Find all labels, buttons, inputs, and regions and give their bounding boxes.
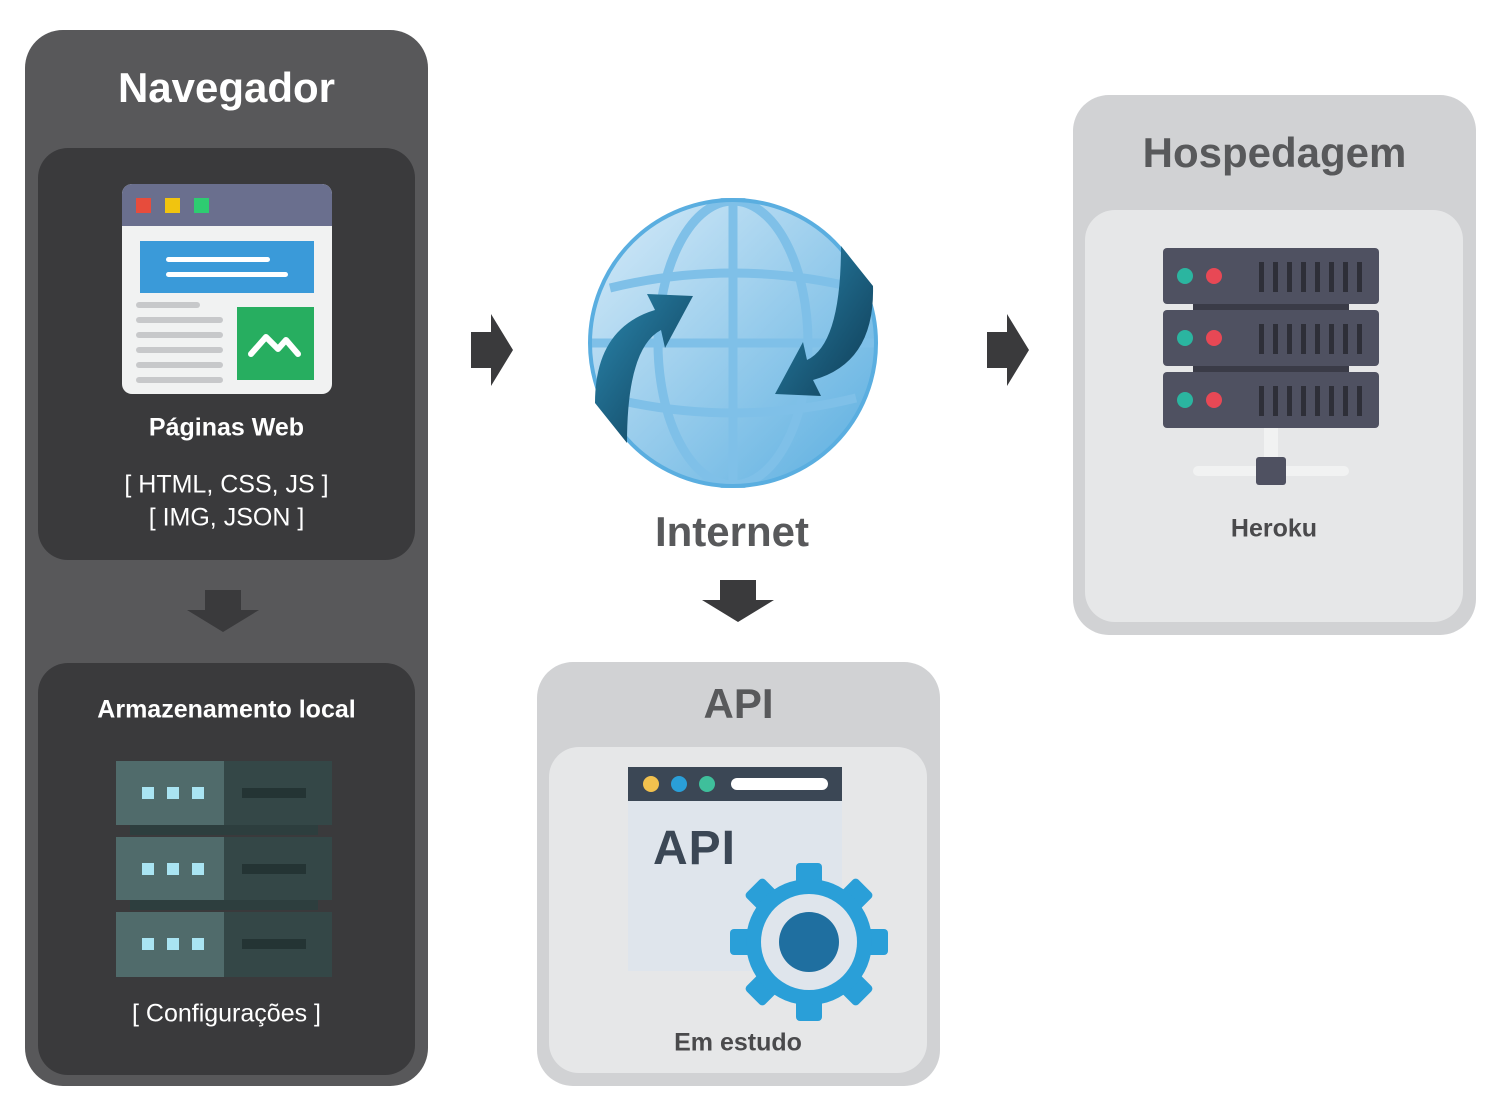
api-panel: API API Em estudo [537,662,940,1086]
hospedagem-panel: Hospedagem [1073,95,1476,635]
api-title: API [703,680,774,727]
hospedagem-provider: Heroku [1230,514,1318,543]
browser-window-icon [122,184,332,394]
api-gear-icon [628,767,890,1025]
hospedagem-card: Heroku [1085,210,1463,622]
navegador-title: Navegador [117,64,336,111]
arrow-down-icon [702,580,774,622]
navegador-panel: Navegador Páginas Web [25,30,428,1086]
hospedagem-title: Hospedagem [1142,129,1407,176]
globe-sync-icon [585,198,885,488]
local-storage-card: Armazenamento local [38,663,415,1075]
server-icon [1163,248,1379,488]
arrow-right-icon [987,314,1029,386]
web-pages-label: Páginas Web [148,413,305,442]
api-card: API Em estudo [549,747,927,1073]
arrow-down-icon [187,590,259,632]
web-pages-formats-1: [ HTML, CSS, JS ] [124,470,329,499]
storage-rack-icon [116,761,332,977]
api-status: Em estudo [674,1028,802,1057]
internet-label: Internet [654,508,809,555]
local-storage-detail: [ Configurações ] [132,999,321,1028]
web-pages-card: Páginas Web [ HTML, CSS, JS ] [ IMG, JSO… [38,148,415,560]
local-storage-label: Armazenamento local [97,695,356,724]
web-pages-formats-2: [ IMG, JSON ] [148,503,305,532]
arrow-right-icon [471,314,513,386]
api-icon-label: API [653,822,737,875]
